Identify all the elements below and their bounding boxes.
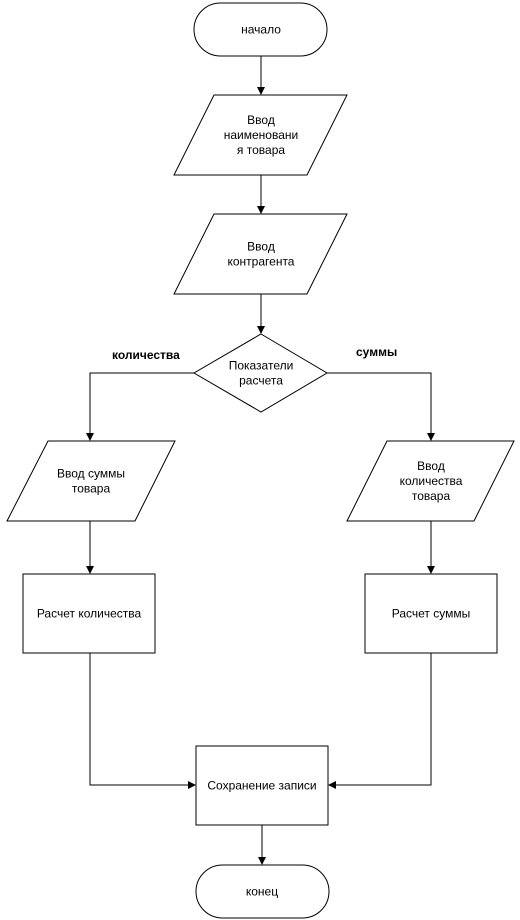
label-line: товара	[72, 482, 111, 496]
input-contractor-parallelogram	[173, 213, 348, 295]
branch-label-right: суммы	[356, 345, 397, 359]
arrowhead	[257, 206, 265, 214]
end-terminator	[195, 864, 330, 919]
connector-calc-qty-to-save	[89, 653, 189, 786]
connector-calc-sum-to-save	[335, 653, 432, 786]
end-label: конец	[246, 885, 278, 899]
label-line: Сохранение записи	[207, 779, 316, 793]
label-line: начало	[241, 23, 281, 37]
input-name-parallelogram	[173, 94, 348, 176]
input-qty-parallelogram	[346, 440, 515, 522]
label-line: конец	[246, 885, 278, 899]
input-sum-parallelogram	[6, 440, 176, 522]
calc-qty-process	[22, 573, 156, 654]
label-line: расчета	[239, 374, 283, 388]
label-line: контрагента	[228, 255, 295, 269]
label-line: я товара	[237, 143, 285, 157]
arrowhead	[258, 857, 266, 865]
start-terminator	[193, 2, 328, 57]
connector-decision-to-input-sum	[89, 372, 194, 434]
label-line: наименовани	[224, 128, 298, 142]
calc-qty-label: Расчет количества	[37, 607, 142, 621]
branch-label-left: количества	[112, 348, 180, 362]
save-process	[195, 745, 329, 826]
arrowhead	[188, 781, 196, 789]
arrowhead	[257, 87, 265, 95]
label-line: Ввод	[417, 459, 445, 473]
label-line: Показатели	[229, 359, 294, 373]
connectors	[86, 56, 435, 865]
calc-sum-label: Расчет суммы	[392, 607, 471, 621]
arrowhead	[86, 433, 94, 441]
decision-diamond	[193, 333, 328, 413]
label-line: Расчет количества	[37, 607, 142, 621]
arrowhead	[427, 566, 435, 574]
label-line: количества	[400, 474, 463, 488]
connector-decision-to-input-qty	[327, 372, 432, 434]
save-label: Сохранение записи	[207, 779, 316, 793]
label-line: Расчет суммы	[392, 607, 471, 621]
label-line: товара	[412, 489, 451, 503]
label-line: Ввод	[247, 113, 275, 127]
arrowhead	[86, 566, 94, 574]
label-line: Ввод	[247, 240, 275, 254]
arrowhead	[427, 433, 435, 441]
arrowhead	[257, 326, 265, 334]
start-label: начало	[241, 23, 281, 37]
label-line: Ввод суммы	[57, 467, 125, 481]
calc-sum-process	[364, 573, 498, 654]
arrowhead	[328, 781, 336, 789]
